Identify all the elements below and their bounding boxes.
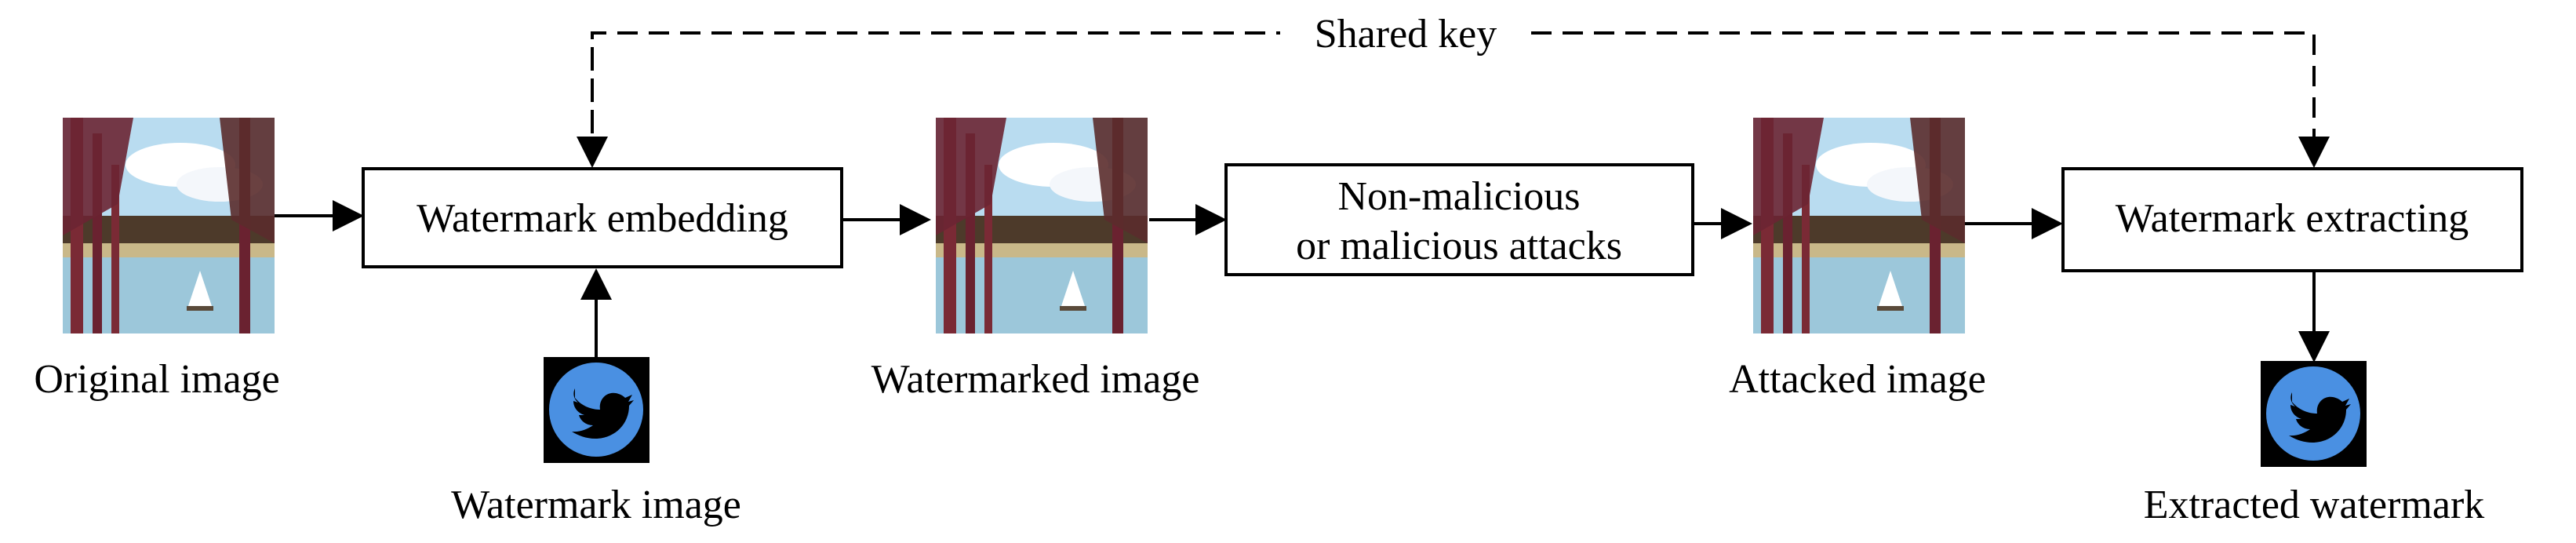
- watermarked-image-label: Watermarked image: [871, 357, 1200, 402]
- attacks-label-line1: Non-malicious: [1337, 174, 1580, 219]
- watermark-image: [544, 357, 649, 463]
- watermark-extracting-label: Watermark extracting: [2116, 196, 2469, 241]
- watermark-image-label: Watermark image: [451, 483, 741, 527]
- shared-key-connector: [577, 31, 2330, 168]
- watermark-embedding-label: Watermark embedding: [417, 196, 788, 241]
- original-image: [63, 118, 275, 333]
- shared-key-label: Shared key: [1315, 12, 1497, 56]
- extracted-watermark-image: [2261, 361, 2367, 467]
- attacks-label-line2: or malicious attacks: [1296, 224, 1622, 268]
- extracted-watermark-label: Extracted watermark: [2144, 483, 2485, 527]
- attacked-image: [1753, 118, 1965, 333]
- watermark-embedding-box: [362, 167, 843, 268]
- watermark-extracting-box: [2061, 167, 2523, 272]
- watermarked-image: [936, 118, 1148, 333]
- original-image-label: Original image: [34, 357, 279, 402]
- attacked-image-label: Attacked image: [1729, 357, 1986, 402]
- attacks-box: [1224, 163, 1694, 276]
